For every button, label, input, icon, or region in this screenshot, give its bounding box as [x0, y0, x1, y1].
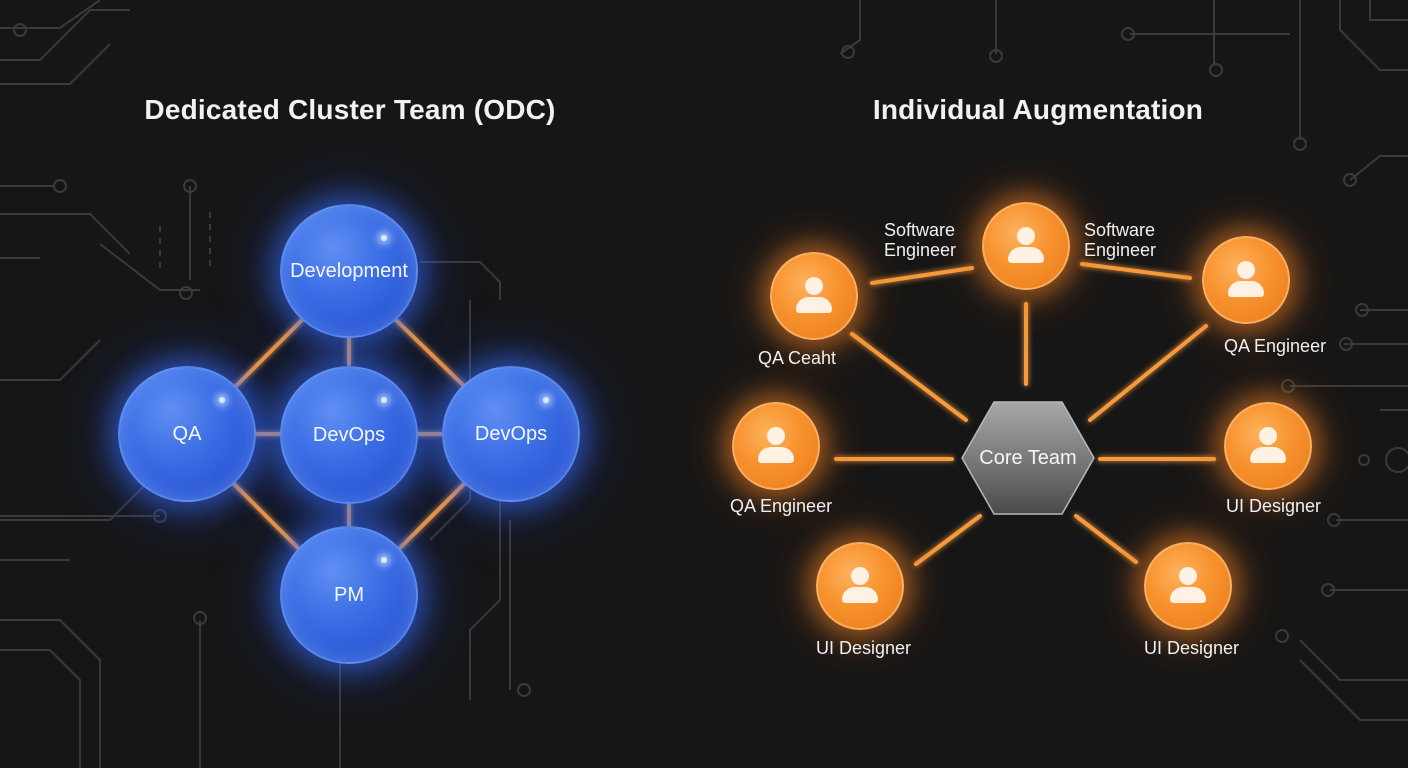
development-node: Development: [280, 204, 418, 338]
person-icon: [1248, 425, 1288, 463]
augmentation-title: Individual Augmentation: [872, 94, 1204, 125]
ui-designer-bottom-left-node: [816, 542, 904, 630]
core-team-label: Core Team: [979, 447, 1077, 469]
ui-designer-bottom-right-node: [1144, 542, 1232, 630]
ui-designer-bottom-right-label: UI Designer: [1144, 638, 1240, 658]
odc-title: Dedicated Cluster Team (ODC): [144, 94, 556, 125]
software-engineer-label-1: Software Engineer: [884, 220, 957, 260]
person-icon: [1168, 565, 1208, 603]
person-icon: [756, 425, 796, 463]
core-team-node: Core Team: [958, 398, 1098, 518]
qa-engineer-right-label: QA Engineer: [1224, 336, 1327, 356]
qa-ceaht-node: [770, 252, 858, 340]
right-connectors: [834, 262, 1216, 566]
qa-node: QA: [118, 366, 256, 502]
person-icon: [794, 275, 834, 313]
development-label: Development: [290, 259, 408, 282]
ui-designer-right-node: [1224, 402, 1312, 490]
hexagon-shape: [961, 401, 1095, 515]
ui-designer-right-label: UI Designer: [1226, 496, 1322, 516]
qa-engineer-right-node: [1202, 236, 1290, 324]
highlight-spark: [380, 557, 387, 564]
highlight-spark: [380, 234, 387, 241]
person-icon: [840, 565, 880, 603]
devops-center-label: DevOps: [312, 423, 386, 446]
devops-right-node: DevOps: [442, 366, 580, 502]
highlight-spark: [218, 397, 225, 404]
person-icon: [1226, 259, 1266, 297]
devops-center-node: DevOps: [280, 366, 418, 504]
qa-engineer-left-node: [732, 402, 820, 490]
ui-designer-bottom-left-label: UI Designer: [816, 638, 912, 658]
pm-label: PM: [334, 583, 364, 606]
qa-engineer-left-label: QA Engineer: [730, 496, 833, 516]
qa-ceaht-label: QA Ceaht: [758, 348, 837, 368]
person-icon: [1006, 225, 1046, 263]
highlight-spark: [380, 397, 387, 404]
left-connectors: [230, 318, 468, 552]
pm-node: PM: [280, 526, 418, 664]
devops-right-label: DevOps: [474, 422, 548, 445]
qa-label: QA: [172, 422, 202, 445]
highlight-spark: [542, 397, 549, 404]
software-engineer-label-2: Software Engineer: [1084, 220, 1157, 260]
software-engineer-top-node: [982, 202, 1070, 290]
